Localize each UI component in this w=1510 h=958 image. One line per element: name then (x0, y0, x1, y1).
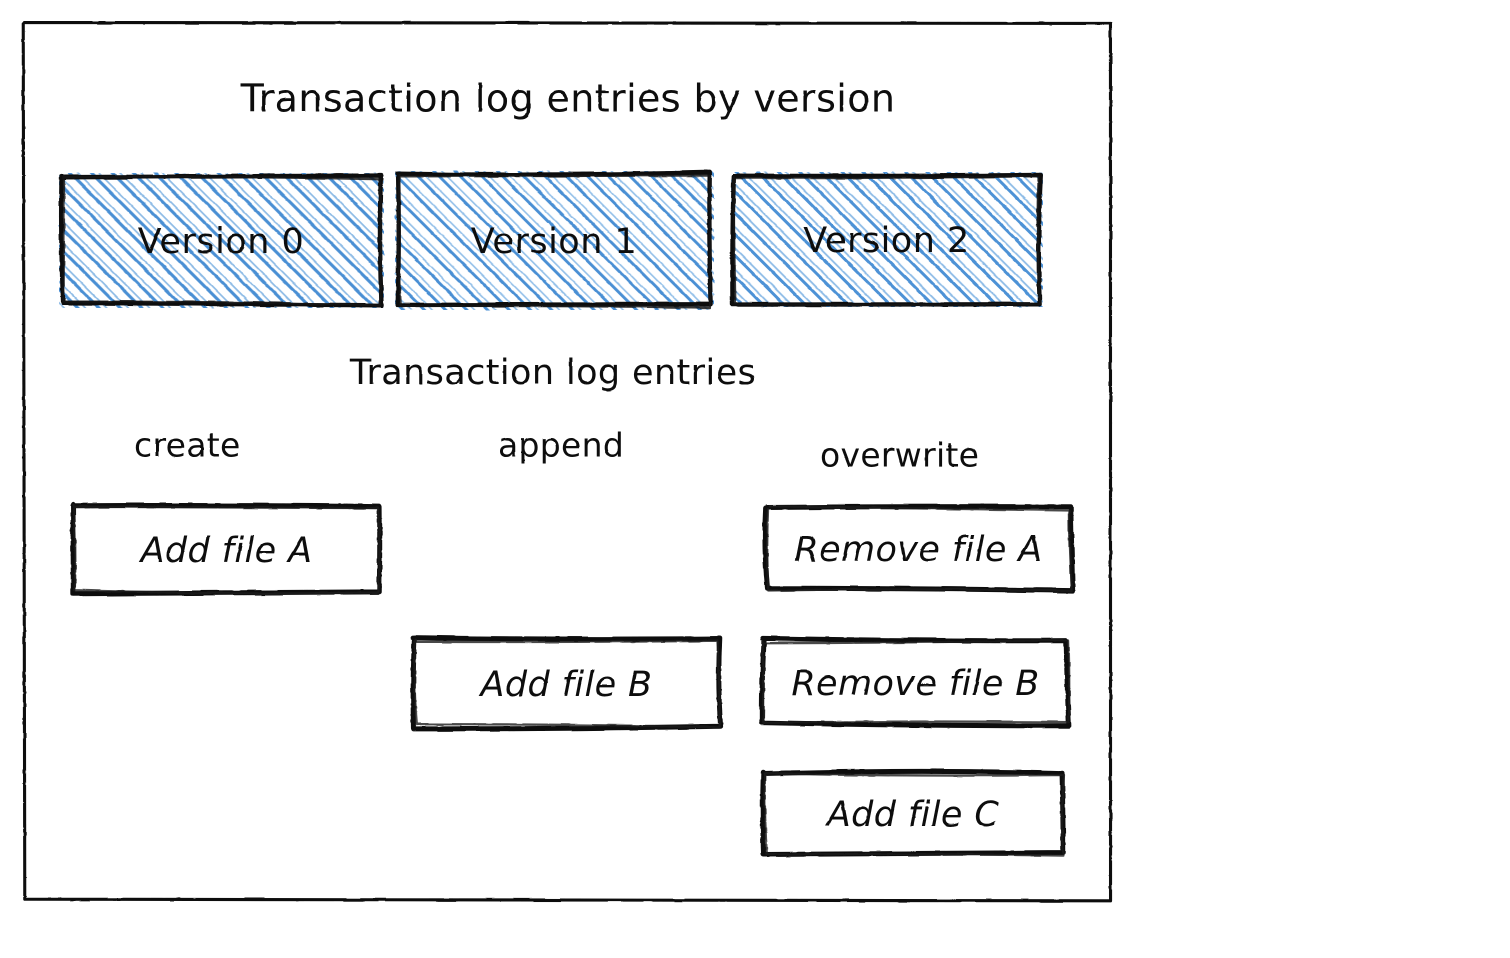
column-label: create (134, 426, 241, 465)
version-box-hatch-fill (59, 173, 384, 308)
diagram-frame (21, 20, 1113, 903)
section-subtitle: Transaction log entries (349, 353, 756, 393)
version-box[interactable]: Version 0 (58, 173, 384, 308)
log-entry-box[interactable]: Remove file B (759, 635, 1072, 729)
version-box[interactable]: Version 1 (395, 170, 714, 310)
log-entry-box-border-pass2 (765, 505, 1073, 593)
log-entry-box[interactable]: Remove file A (762, 504, 1076, 594)
column-label-row: create append overwrite (134, 426, 979, 475)
version-box-border (58, 173, 384, 308)
version-box-border-pass2 (396, 173, 712, 309)
version-box-label: Version 0 (138, 222, 305, 262)
log-entry-label: Add file B (479, 665, 653, 705)
log-entry-label: Add file C (825, 795, 1000, 835)
column-label: append (498, 426, 624, 465)
subtitle-group: Transaction log entries (349, 353, 756, 393)
log-entry-box-fill (74, 505, 379, 593)
version-box-hatch-fill (731, 172, 1043, 307)
log-entry-list: Add file A Add file B Remove file A Remove … (70, 501, 1076, 857)
version-box[interactable]: Version 2 (730, 172, 1043, 307)
log-entry-box-border (759, 635, 1072, 729)
log-entry-box-border-pass2 (72, 503, 381, 595)
log-entry-box-border-pass2 (413, 638, 721, 729)
log-entry-box-border-pass2 (763, 771, 1066, 857)
version-box-label: Version 2 (803, 221, 970, 261)
log-entry-box-fill (414, 639, 719, 727)
log-entry-box[interactable]: Add file A (70, 501, 383, 597)
log-entry-box[interactable]: Add file B (410, 635, 724, 732)
version-box-label: Version 1 (471, 222, 638, 262)
chart-title-group: Transaction log entries by version (240, 77, 896, 121)
log-entry-box-fill (763, 772, 1063, 854)
page-title: Transaction log entries by version (240, 77, 896, 121)
log-entry-box-border-pass2 (761, 638, 1071, 724)
log-entry-box-fill (766, 507, 1071, 589)
version-box-border-pass2 (732, 175, 1042, 306)
log-entry-label: Remove file B (791, 664, 1039, 704)
version-box-border-pass2 (62, 175, 383, 307)
log-entry-label: Remove file A (794, 530, 1042, 570)
column-label: overwrite (820, 436, 979, 475)
log-entry-label: Add file A (139, 531, 313, 571)
log-entry-box-fill (763, 640, 1068, 724)
version-row: Version 0 Version 1 Version 2 (58, 170, 1043, 310)
version-box-hatch-fill (395, 171, 714, 310)
log-entry-box[interactable]: Add file C (760, 768, 1066, 857)
